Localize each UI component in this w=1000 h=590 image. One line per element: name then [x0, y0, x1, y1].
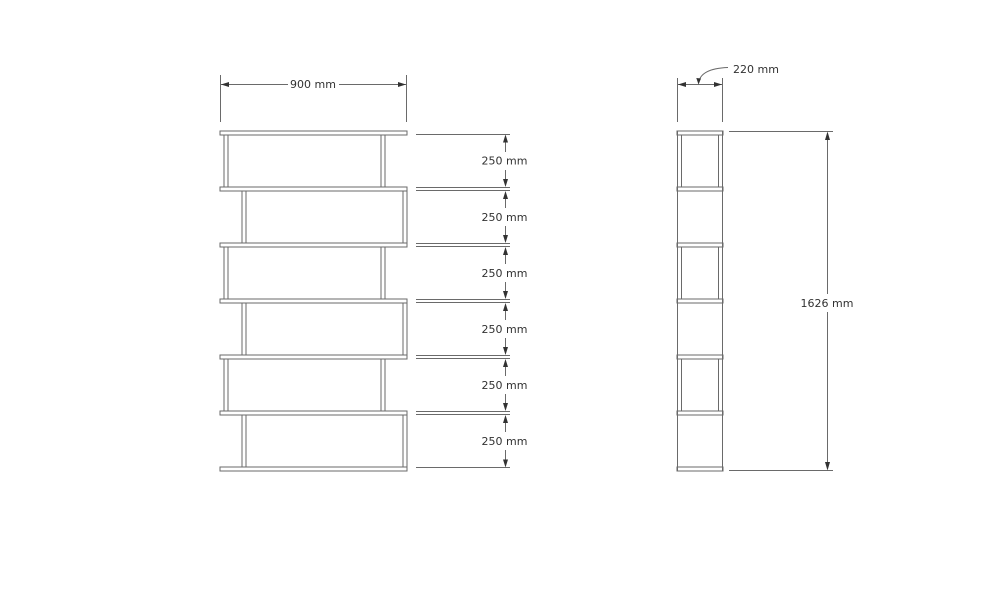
height-dimension: 1626 mm [729, 131, 854, 471]
arrowhead-down-icon [503, 403, 508, 411]
side-shelf-board [676, 186, 724, 192]
arrowhead-down-icon [503, 459, 508, 468]
arrowhead-up-icon [503, 191, 508, 199]
leader-arrowhead-icon [696, 78, 701, 85]
front-left-panel [241, 302, 247, 356]
arrowhead-down-icon [503, 347, 508, 355]
front-right-panel [402, 302, 408, 356]
front-shelf-board [219, 466, 408, 472]
arrowhead-up-icon [503, 359, 508, 367]
arrowhead-left-icon [678, 82, 686, 87]
side-view [676, 130, 724, 472]
section-dimension-label: 250 mm [482, 435, 528, 448]
front-right-panel [402, 414, 408, 468]
section-dimension-label: 250 mm [482, 379, 528, 392]
height-dimension-label: 1626 mm [801, 297, 854, 310]
side-shelf-board [676, 242, 724, 248]
arrowhead-down-icon [503, 179, 508, 187]
arrowhead-up-icon [503, 134, 508, 143]
front-left-panel [223, 134, 229, 188]
arrowhead-up-icon [503, 247, 508, 255]
side-shelf-board [676, 354, 724, 360]
section-dimension-label: 250 mm [482, 267, 528, 280]
leader-line [698, 67, 729, 84]
side-shelf-board [676, 130, 724, 136]
side-shelf-board [676, 466, 724, 472]
depth-dimension: 220 mm [677, 63, 779, 122]
front-view [219, 130, 408, 472]
depth-dimension-label: 220 mm [733, 63, 779, 76]
width-dimension: 900 mm [220, 75, 407, 122]
front-left-panel [223, 246, 229, 300]
section-dimension-label: 250 mm [482, 155, 528, 168]
section-dimension-label: 250 mm [482, 211, 528, 224]
section-dimension-label: 250 mm [482, 323, 528, 336]
front-shelf-board [219, 354, 408, 360]
arrowhead-up-icon [503, 303, 508, 311]
side-shelf-board [676, 410, 724, 416]
width-dimension-label: 900 mm [290, 78, 336, 91]
front-left-panel [241, 414, 247, 468]
front-right-panel [380, 134, 386, 188]
front-right-panel [380, 358, 386, 412]
front-shelf-board [219, 130, 408, 136]
arrowhead-right-icon [714, 82, 722, 87]
side-shelf-board [676, 298, 724, 304]
arrowhead-down-icon [503, 291, 508, 299]
front-right-panel [402, 190, 408, 244]
front-left-panel [241, 190, 247, 244]
arrowhead-down-icon [503, 235, 508, 243]
front-shelf-board [219, 186, 408, 192]
section-dimensions: 250 mm 250 mm 250 mm 250 mm 250 mm 250 m… [416, 134, 528, 468]
front-shelf-board [219, 242, 408, 248]
front-left-panel [223, 358, 229, 412]
front-right-panel [380, 246, 386, 300]
front-shelf-board [219, 298, 408, 304]
arrowhead-up-icon [503, 415, 508, 423]
front-shelf-board [219, 410, 408, 416]
arrowhead-left-icon [221, 82, 229, 87]
arrowhead-right-icon [398, 82, 406, 87]
arrowhead-down-icon [825, 462, 830, 471]
arrowhead-up-icon [825, 131, 830, 140]
